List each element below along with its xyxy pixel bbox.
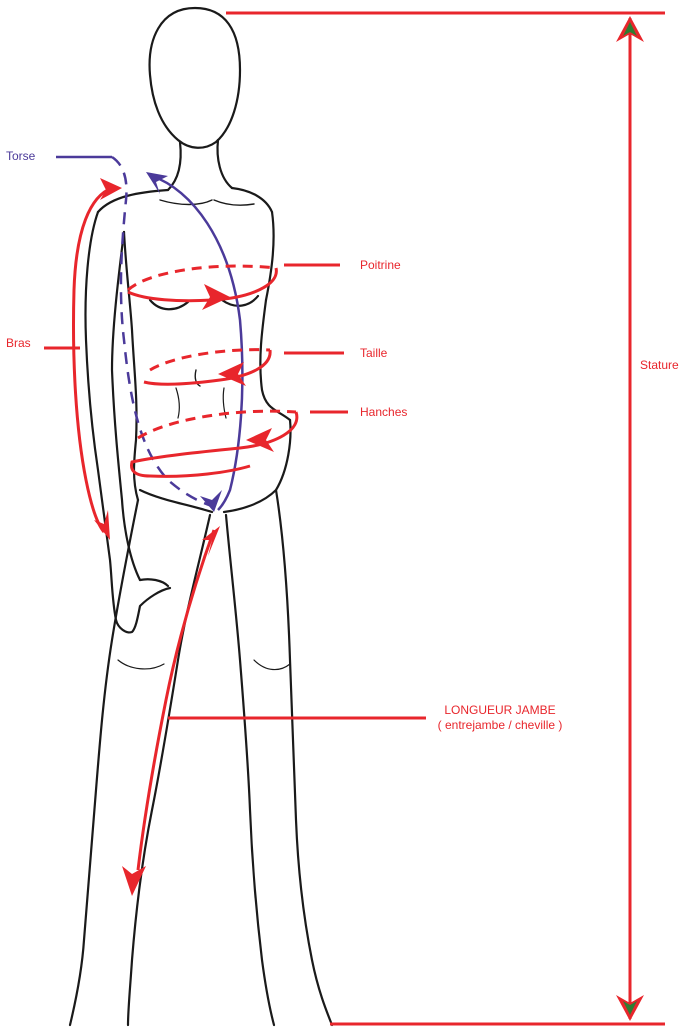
left-hand <box>116 579 170 632</box>
stature-measure <box>226 13 665 1024</box>
arm-top-arrowhead <box>100 178 122 200</box>
leg-length-title: LONGUEUR JAMBE <box>420 703 580 717</box>
torso-right-side <box>260 300 290 420</box>
waist-measure <box>144 350 344 385</box>
chest-arrowhead <box>202 284 230 310</box>
collarbone <box>160 200 254 205</box>
hips-front-solid <box>132 412 297 476</box>
torso-measure <box>56 157 242 510</box>
hips-back-dashed <box>138 411 296 438</box>
waist-back-dashed <box>150 350 270 370</box>
left-leg-outer <box>70 500 138 1025</box>
arm-label: Bras <box>6 336 31 350</box>
arm-measure <box>44 188 112 532</box>
stature-label: Stature <box>640 358 679 372</box>
leg-measure <box>138 530 426 870</box>
head-outline <box>150 8 240 148</box>
hips-label: Hanches <box>360 405 407 419</box>
chest-front-solid <box>128 268 276 301</box>
waist-front-solid <box>144 350 270 384</box>
abdomen-line <box>176 388 226 418</box>
leg-bottom-arrowhead <box>122 866 146 896</box>
arm-curve <box>74 188 113 532</box>
left-arm-outer <box>86 212 117 620</box>
waist-label: Taille <box>360 346 387 360</box>
chest-label: Poitrine <box>360 258 401 272</box>
body-outline <box>70 8 332 1025</box>
right-leg-inner <box>226 515 274 1025</box>
right-knee <box>254 660 290 670</box>
hips-arrowhead <box>246 428 274 452</box>
torso-label: Torse <box>6 149 35 163</box>
neck-outline <box>168 142 181 190</box>
leg-length-note: ( entrejambe / cheville ) <box>420 718 580 732</box>
chest-back-dashed <box>128 266 276 290</box>
left-leg-inner <box>128 515 210 1025</box>
left-knee <box>118 660 164 669</box>
right-shoulder <box>232 188 272 212</box>
right-leg-outer <box>276 490 332 1025</box>
neck-outline-right <box>218 140 232 188</box>
torso-solid-back <box>152 176 242 510</box>
